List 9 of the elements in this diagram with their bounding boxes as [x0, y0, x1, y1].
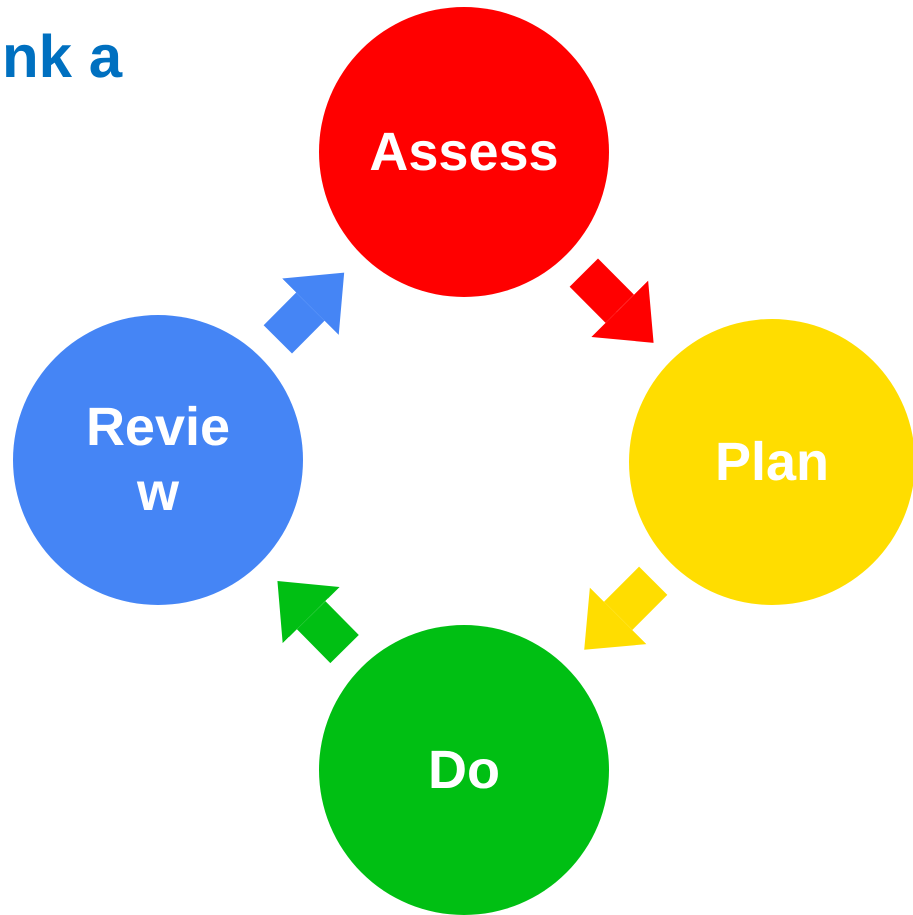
- title-fragment: nk a: [2, 22, 122, 91]
- stage-label: Assess: [368, 120, 560, 184]
- block-arrow: [584, 566, 668, 650]
- block-arrow: [277, 580, 359, 664]
- stage-label: Do: [427, 738, 501, 802]
- block-arrow: [264, 272, 344, 354]
- stage-label: Plan: [714, 430, 830, 494]
- block-arrow: [570, 258, 654, 343]
- stage-label: Revie w: [84, 396, 232, 524]
